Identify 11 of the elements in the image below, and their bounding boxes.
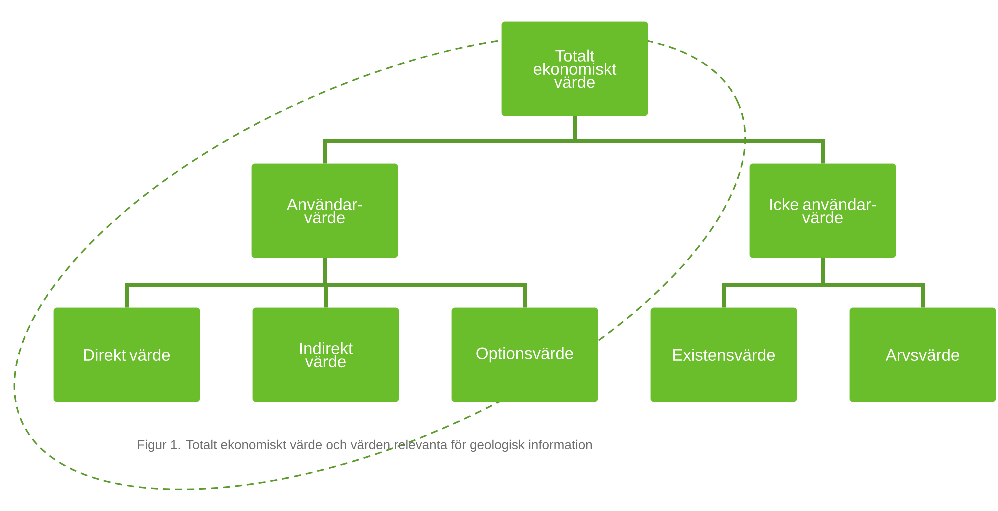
value-box: Totalt ekonomiskt värde [502, 22, 648, 116]
value-box: Indirekt värde [252, 308, 400, 402]
value-box: Icke användar-värde [750, 164, 896, 258]
connector-line [573, 116, 825, 164]
value-box: Användar-värde [252, 164, 398, 258]
value-box: Direkt värde [54, 308, 200, 402]
connector-line [323, 258, 527, 308]
value-box: Optionsvärde [452, 308, 598, 402]
value-box: Existensvärde [650, 308, 798, 402]
connector-line [821, 258, 925, 308]
value-box: Arvsvärde [850, 308, 996, 402]
